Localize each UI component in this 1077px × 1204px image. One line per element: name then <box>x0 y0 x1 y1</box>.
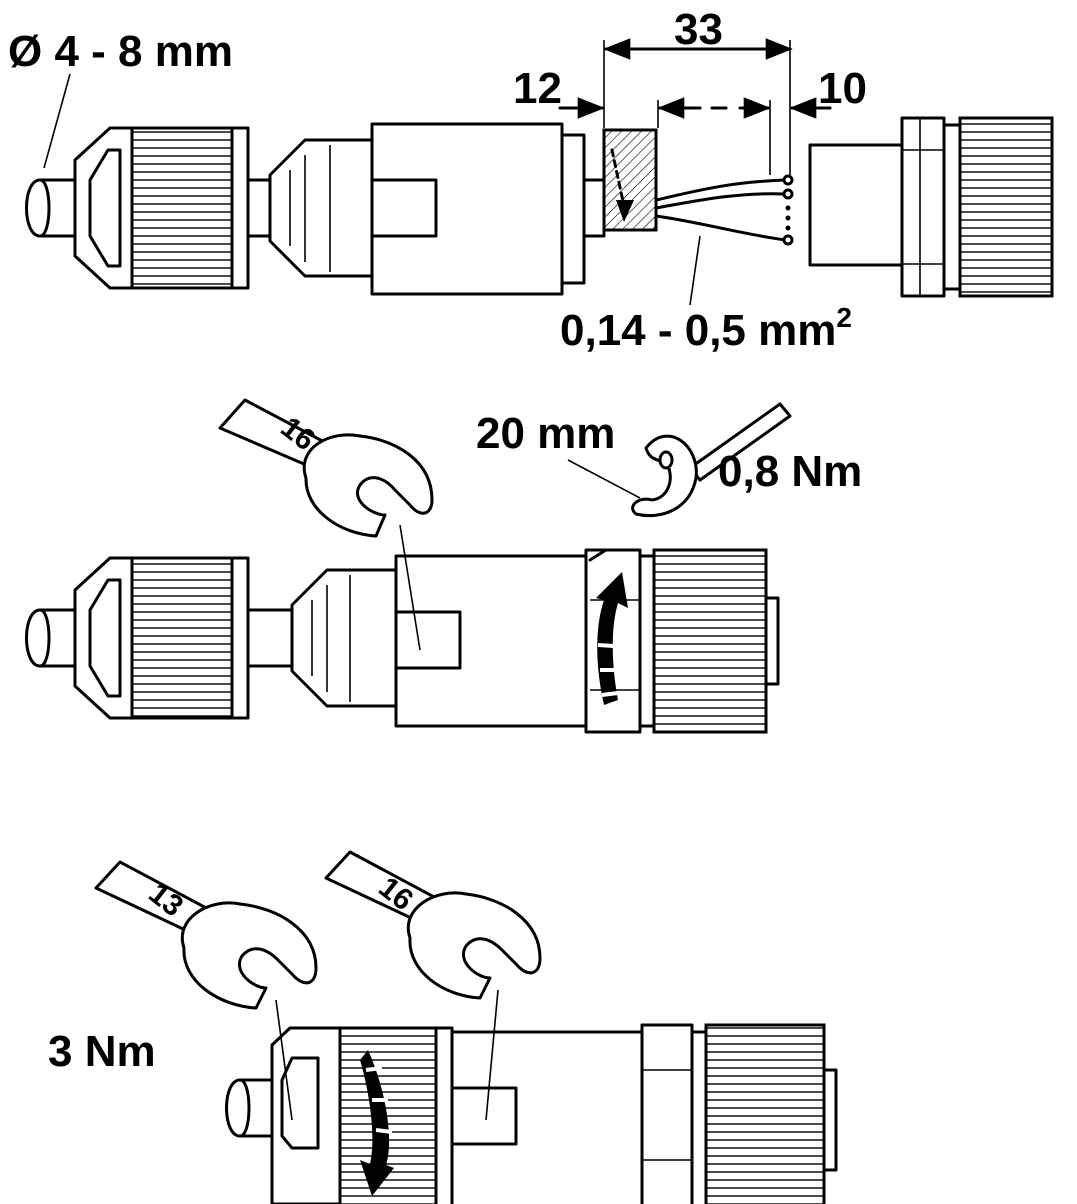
dim-12-label: 12 <box>513 64 562 113</box>
torque-tool-size-label: 20 mm <box>476 409 615 458</box>
cable-diameter-label: Ø 4 - 8 mm <box>8 27 233 76</box>
rotation-arrow-icon <box>360 1050 394 1196</box>
step3-connector <box>225 1023 838 1204</box>
torque-key-icon <box>567 402 792 518</box>
wrench-icon <box>94 860 318 1121</box>
step2-connector <box>25 548 780 734</box>
wrench-icon <box>324 850 542 1121</box>
step3-torque-label: 3 Nm <box>48 1027 156 1076</box>
dim-10-label: 10 <box>818 64 867 113</box>
wrench-icon <box>218 398 434 651</box>
step1-connector-parts <box>25 116 1054 298</box>
step2-torque-label: 0,8 Nm <box>718 447 862 496</box>
wire-cross-section-label: 0,14 - 0,5 mm2 <box>560 302 852 355</box>
dim-33-label: 33 <box>674 5 723 54</box>
step1-dimensions <box>43 38 832 306</box>
